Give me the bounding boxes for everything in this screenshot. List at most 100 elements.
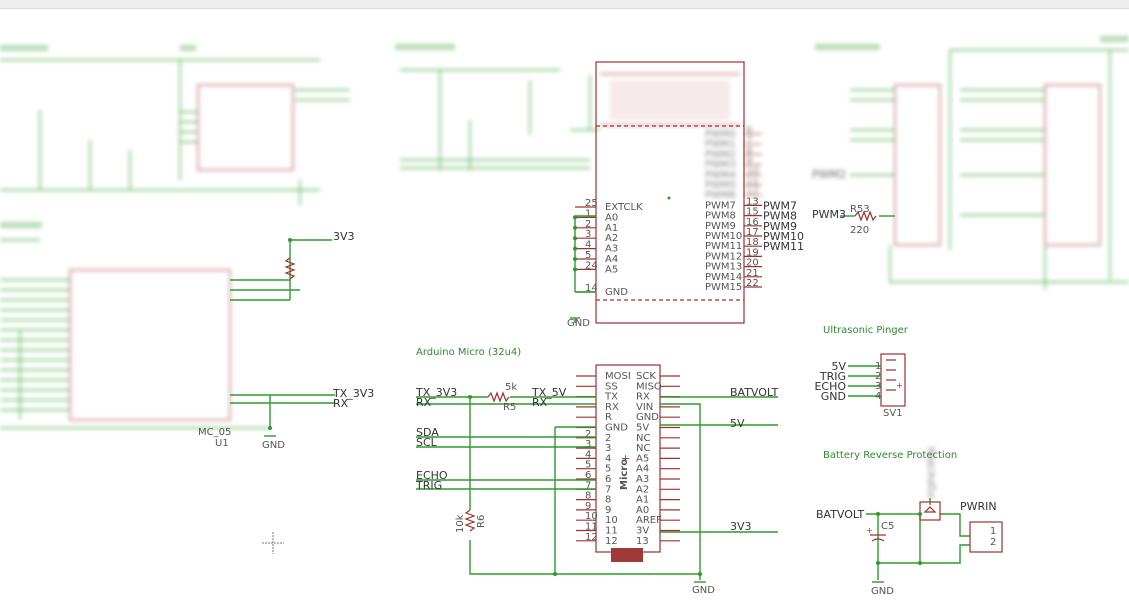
arduino-tx3v3-net: TX_3V3: [415, 386, 457, 399]
pwm-right-pin-label: PWM7: [705, 200, 736, 211]
battery-header-pin1: 1: [990, 526, 996, 537]
servo-r53-value: 220: [850, 225, 869, 236]
arduino-title: Arduino Micro (32u4): [416, 347, 521, 358]
pwm-left-pin-label: A4: [605, 254, 618, 265]
ultrasonic-pin-num: 1: [875, 361, 881, 372]
pwm-right-pin-num: 17: [746, 227, 759, 238]
svg-text:GND: GND: [567, 318, 590, 329]
pwm-right-pin-num: 16: [746, 217, 759, 228]
ultrasonic-part-name: SV1: [883, 408, 903, 419]
arduino-right-pin-label: VIN: [636, 402, 653, 413]
arduino-trig-net: TRIG: [415, 479, 442, 492]
ultrasonic-pin-label: ECHO: [814, 380, 846, 393]
pwm-left-pin-label: GND: [605, 287, 628, 298]
battery-header-pin2: 2: [990, 537, 996, 548]
pwm-net-label: PWM10: [763, 230, 804, 243]
arduino-rx-mid-net: RX: [532, 396, 548, 409]
pwm-left-pin-num: 25: [585, 198, 598, 209]
left-part-ref: MC_05: [198, 427, 231, 438]
arduino-right-pin-label: 3V: [636, 526, 649, 537]
pwm-right-pin-num: 11: [746, 176, 759, 187]
pwm-right-pin-num: 18: [746, 237, 759, 248]
pwm-right-pin-label: PWM14: [705, 272, 742, 283]
pwm-left-pin-num: 24: [585, 260, 598, 271]
battery-header-name: PWRIN: [960, 500, 997, 513]
ultrasonic-title: Ultrasonic Pinger: [823, 325, 909, 336]
arduino-left-pin-label: 12: [605, 536, 618, 547]
pwm-left-pin-label: A0: [605, 212, 618, 223]
ultrasonic-pin-num: 2: [875, 371, 881, 382]
battery-sheet: Battery Reverse Protection BATVOLT + FQP…: [816, 447, 1003, 597]
pwm-left-pin-num: 1: [585, 208, 591, 219]
pwm-right-pin-num: 8: [746, 145, 752, 156]
arduino-left-pin-num: 9: [585, 501, 591, 512]
arduino-left-pin-label: 7: [605, 484, 611, 495]
arduino-right-pin-label: RX: [636, 392, 650, 403]
left-vcc-net: 3V3: [333, 230, 355, 243]
arduino-right-pin-label: A4: [636, 464, 649, 475]
pwm-right-pin-label: PWM8: [705, 211, 736, 222]
arduino-right-pin-label: A1: [636, 495, 649, 506]
pwm-left-pin-label: EXTCLK: [605, 202, 643, 213]
arduino-left-pin-num: 2: [585, 429, 591, 440]
arduino-left-pin-label: RX: [605, 402, 619, 413]
pwm-left-pin-label: A5: [605, 264, 618, 275]
pwm-left-pin-num: 3: [585, 229, 591, 240]
pwm-right-pin-label: PWM11: [705, 241, 742, 252]
pwm-right-pin-label: PWM2: [705, 149, 736, 160]
ultrasonic-pin-label: GND: [821, 390, 846, 403]
pwm-net-label: PWM7: [763, 199, 797, 212]
svg-text:FQP47P06: FQP47P06: [927, 447, 938, 498]
ultrasonic-pin-num: 4: [875, 391, 881, 402]
arduino-right-pin-label: A3: [636, 474, 649, 485]
r5-name: R5: [503, 402, 516, 413]
pwm-right-pin-group: PWM11 18: [705, 237, 762, 252]
arduino-batvolt-net: BATVOLT: [730, 386, 779, 399]
arduino-sda-net: SDA: [416, 426, 439, 439]
battery-title: Battery Reverse Protection: [823, 450, 957, 461]
arduino-left-pin-label: 10: [605, 515, 618, 526]
servo-pwm2-net: PWM2: [812, 168, 846, 181]
pwm-right-pin-num: 22: [746, 278, 759, 289]
arduino-3v3-net: 3V3: [730, 520, 752, 533]
battery-cap-label: C5: [881, 521, 894, 532]
pwm-right-pin-num: 6: [746, 125, 752, 136]
arduino-left-pin-num: 3: [585, 439, 591, 450]
arduino-left-pin-label: SS: [605, 381, 618, 392]
arduino-left-pin-label: 11: [605, 526, 618, 537]
arduino-echo-net: ECHO: [416, 469, 448, 482]
pwm-right-pin-num: 10: [746, 166, 759, 177]
left-part-name: U1: [215, 438, 229, 449]
arduino-left-pin-label: 4: [605, 453, 611, 464]
battery-batvolt-net: BATVOLT: [816, 508, 865, 521]
pwm-right-pin-label: PWM12: [705, 251, 742, 262]
pwm-left-pin-label: A3: [605, 244, 618, 255]
arduino-right-pin-label: 5V: [636, 423, 649, 434]
arduino-left-pin-num: 6: [585, 470, 591, 481]
arduino-left-pin-label: 8: [605, 495, 611, 506]
pwm-net-label: PWM11: [763, 240, 804, 253]
servo-pwm3-net: PWM3: [812, 208, 846, 221]
arduino-left-pin-num: 10: [585, 511, 598, 522]
arduino-gnd-label: GND: [692, 585, 715, 596]
svg-text:GND: GND: [262, 440, 285, 451]
pwm-right-pin-label: PWM6: [705, 190, 736, 201]
pwm-right-pin-group: PWM2 8: [705, 145, 762, 160]
toolbar-strip: [0, 0, 1129, 9]
pwm-right-pin-num: 21: [746, 268, 759, 279]
svg-text:+: +: [866, 526, 873, 535]
arduino-tx5v-net: TX_5V: [531, 386, 567, 399]
arduino-micro-sheet: Arduino Micro (32u4) Micro + MOSISSTXRXR…: [415, 347, 779, 596]
arduino-left-pin-num: 8: [585, 491, 591, 502]
arduino-left-pin-label: R: [605, 412, 612, 423]
ultrasonic-pin-num: 3: [875, 381, 881, 392]
pwm-right-pin-label: PWM0: [705, 129, 736, 140]
